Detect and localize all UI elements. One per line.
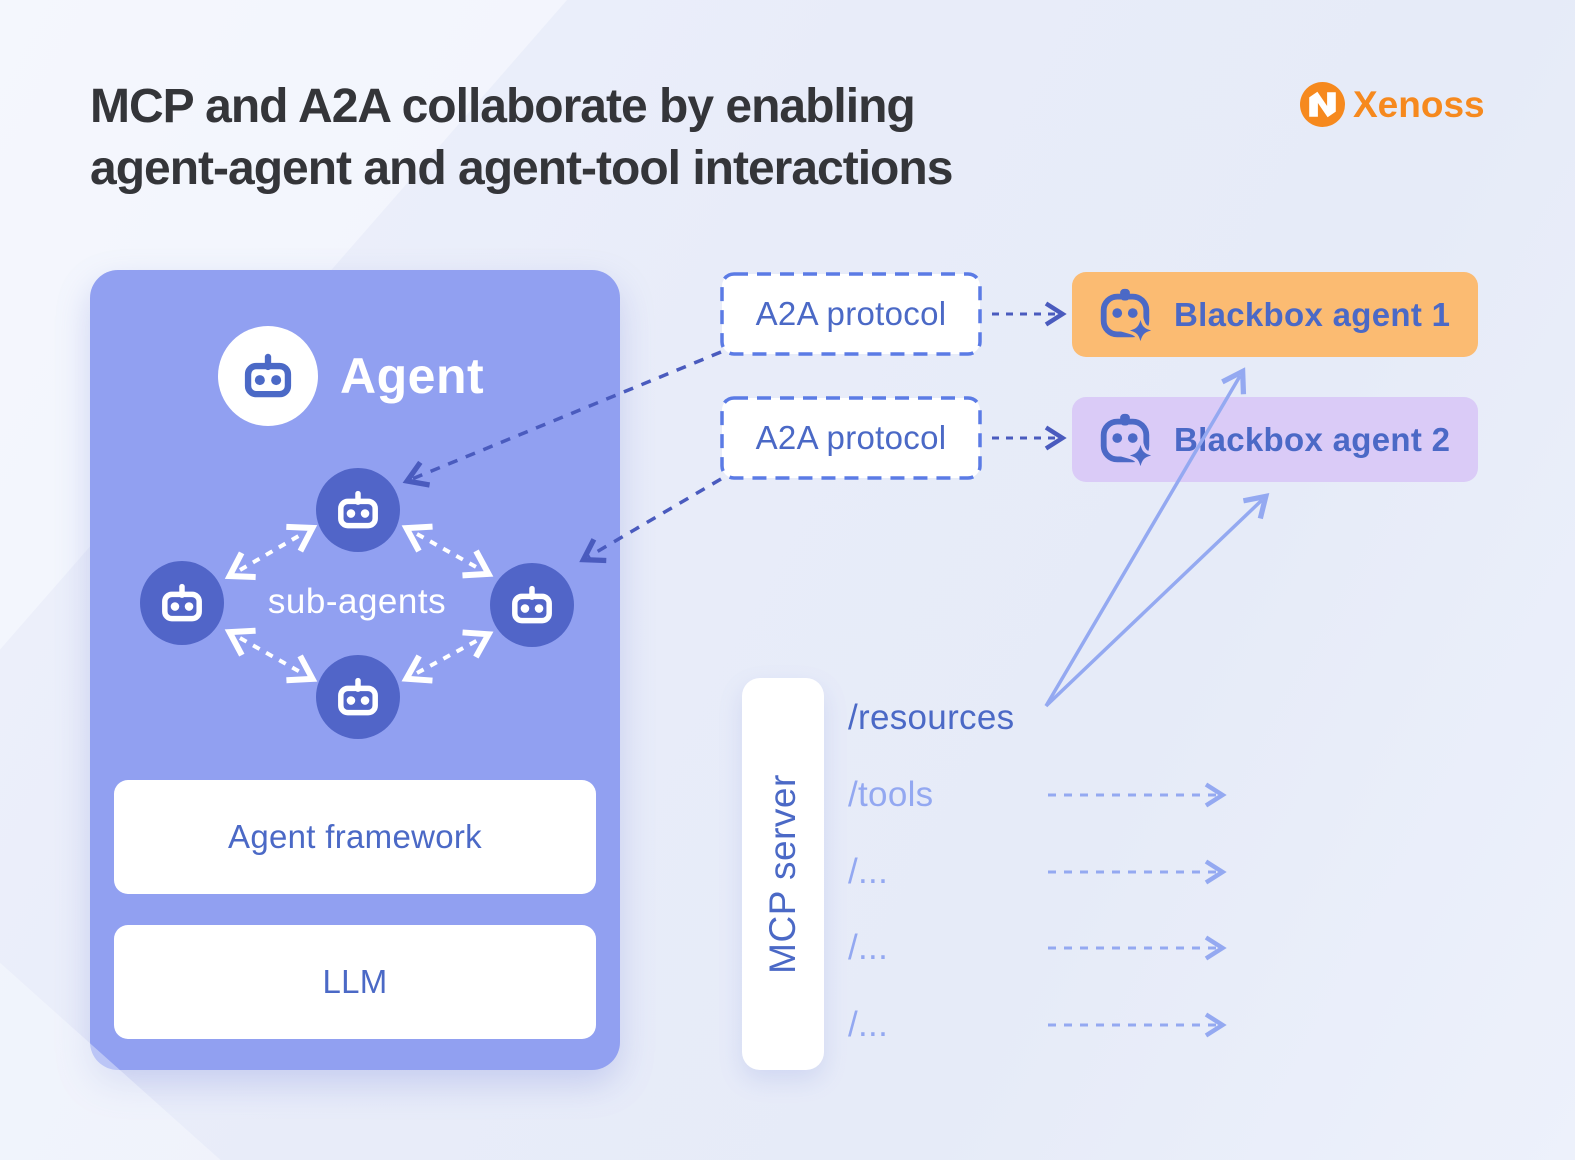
mcp-endpoint-tools: /tools [848, 775, 934, 814]
sub-agent-bottom [316, 655, 400, 739]
sub-agent-left [140, 561, 224, 645]
agent-framework-box: Agent framework [114, 780, 596, 894]
llm-label: LLM [322, 963, 388, 1000]
blackbox-agent-1: Blackbox agent 1 [1072, 272, 1478, 357]
robot-icon [333, 485, 383, 535]
llm-box: LLM [114, 925, 596, 1039]
mcp-endpoint-other-2: /... [848, 928, 889, 967]
blackbox-agent-2: Blackbox agent 2 [1072, 397, 1478, 482]
mcp-endpoint-other-3: /... [848, 1005, 889, 1044]
dashed-border [720, 396, 982, 480]
robot-icon [157, 578, 207, 628]
a2a-protocol-label-2: A2A protocol [755, 419, 947, 456]
robot-icon [333, 672, 383, 722]
page-title: MCP and A2A collaborate by enabling agen… [90, 76, 953, 200]
page-title-line2: agent-agent and agent-tool interactions [90, 142, 953, 195]
dashed-border [720, 272, 982, 356]
sub-agent-right [490, 563, 574, 647]
brand-logo: Xenoss [1300, 82, 1485, 127]
mcp-endpoint-resources: /resources [848, 698, 1015, 737]
a2a-protocol-label-1: A2A protocol [755, 295, 947, 332]
robot-icon [507, 580, 557, 630]
robot-sparkle-icon [1100, 288, 1156, 346]
a2a-protocol-box-2: A2A protocol [720, 396, 982, 480]
brand-logo-icon [1300, 82, 1345, 127]
blackbox-agent-2-label: Blackbox agent 2 [1174, 420, 1451, 458]
robot-sparkle-icon [1100, 413, 1156, 471]
sub-agent-top [316, 468, 400, 552]
blackbox-agent-1-label: Blackbox agent 1 [1174, 295, 1451, 333]
agent-framework-label: Agent framework [228, 818, 482, 855]
mcp-server-box: MCP server [742, 678, 824, 1070]
mcp-endpoint-other-1: /... [848, 852, 889, 891]
page-title-line1: MCP and A2A collaborate by enabling [90, 80, 916, 133]
agent-avatar [218, 326, 318, 426]
robot-icon [239, 347, 297, 405]
sub-agents-label: sub-agents [267, 582, 447, 621]
agent-panel: Agent sub-agents [90, 270, 620, 1070]
mcp-server-label: MCP server [762, 774, 804, 974]
agent-panel-title: Agent [340, 348, 485, 404]
agent-header: Agent [218, 326, 484, 426]
a2a-protocol-box-1: A2A protocol [720, 272, 982, 356]
resources-to-blackbox2-arrow [1044, 493, 1270, 708]
brand-logo-text: Xenoss [1353, 83, 1485, 125]
